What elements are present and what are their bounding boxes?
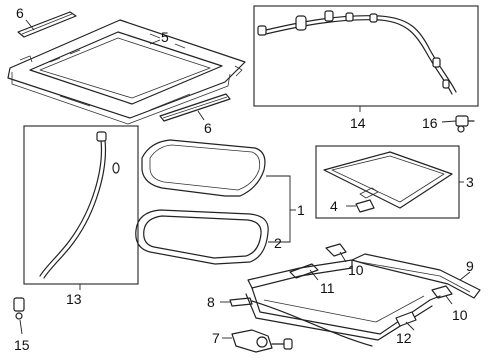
part-6-top-seal	[17, 11, 77, 38]
callout-2: 2	[274, 235, 282, 251]
leader-10-lower	[445, 295, 453, 305]
leader-16	[441, 120, 457, 123]
leader-9	[459, 271, 471, 281]
callout-3: 3	[466, 174, 474, 190]
callout-10-upper: 10	[348, 262, 364, 278]
part-16-drain-valve	[455, 115, 475, 133]
part-12-guide-rail	[245, 259, 441, 341]
callout-6-top: 6	[16, 5, 24, 21]
part-15-drain-valve	[13, 297, 25, 320]
part-2-glass-seal	[135, 209, 269, 265]
callout-16: 16	[422, 115, 438, 131]
part-13-drain-hose	[39, 131, 120, 279]
callout-7: 7	[212, 330, 220, 346]
part-5-sunroof-frame	[7, 19, 246, 125]
callout-4: 4	[330, 198, 338, 214]
part-8-cable	[229, 297, 373, 347]
box-13	[23, 125, 139, 285]
callout-6-mid: 6	[204, 120, 212, 136]
callout-8: 8	[207, 294, 215, 310]
leader-15	[19, 319, 23, 335]
part-10-bracket-upper	[325, 243, 347, 257]
leader-6-top	[25, 19, 35, 31]
callout-1: 1	[297, 202, 305, 218]
part-9-rail	[351, 253, 481, 299]
box-14	[253, 5, 479, 107]
leader-1-bracket	[266, 175, 291, 243]
leader-10-upper	[339, 251, 347, 263]
leader-12	[405, 321, 415, 331]
callout-15: 15	[14, 337, 30, 353]
callout-14: 14	[350, 115, 366, 131]
part-glass-panel	[141, 139, 266, 197]
part-10-bracket-lower	[431, 285, 453, 299]
part-11-link	[289, 263, 319, 279]
part-4-clip	[355, 199, 375, 213]
part-14-drain-hose	[257, 10, 457, 95]
leader-11	[309, 269, 319, 281]
callout-9: 9	[466, 258, 474, 274]
leader-6-mid	[197, 110, 205, 121]
callout-5: 5	[161, 29, 169, 45]
leader-5	[149, 39, 161, 45]
part-7-motor	[231, 329, 293, 353]
part-3-sunshade	[323, 151, 453, 209]
callout-11: 11	[320, 280, 335, 296]
callout-12: 12	[396, 330, 412, 346]
part-6-mid-seal	[159, 93, 231, 122]
callout-13: 13	[66, 291, 82, 307]
callout-10-lower: 10	[452, 307, 468, 323]
